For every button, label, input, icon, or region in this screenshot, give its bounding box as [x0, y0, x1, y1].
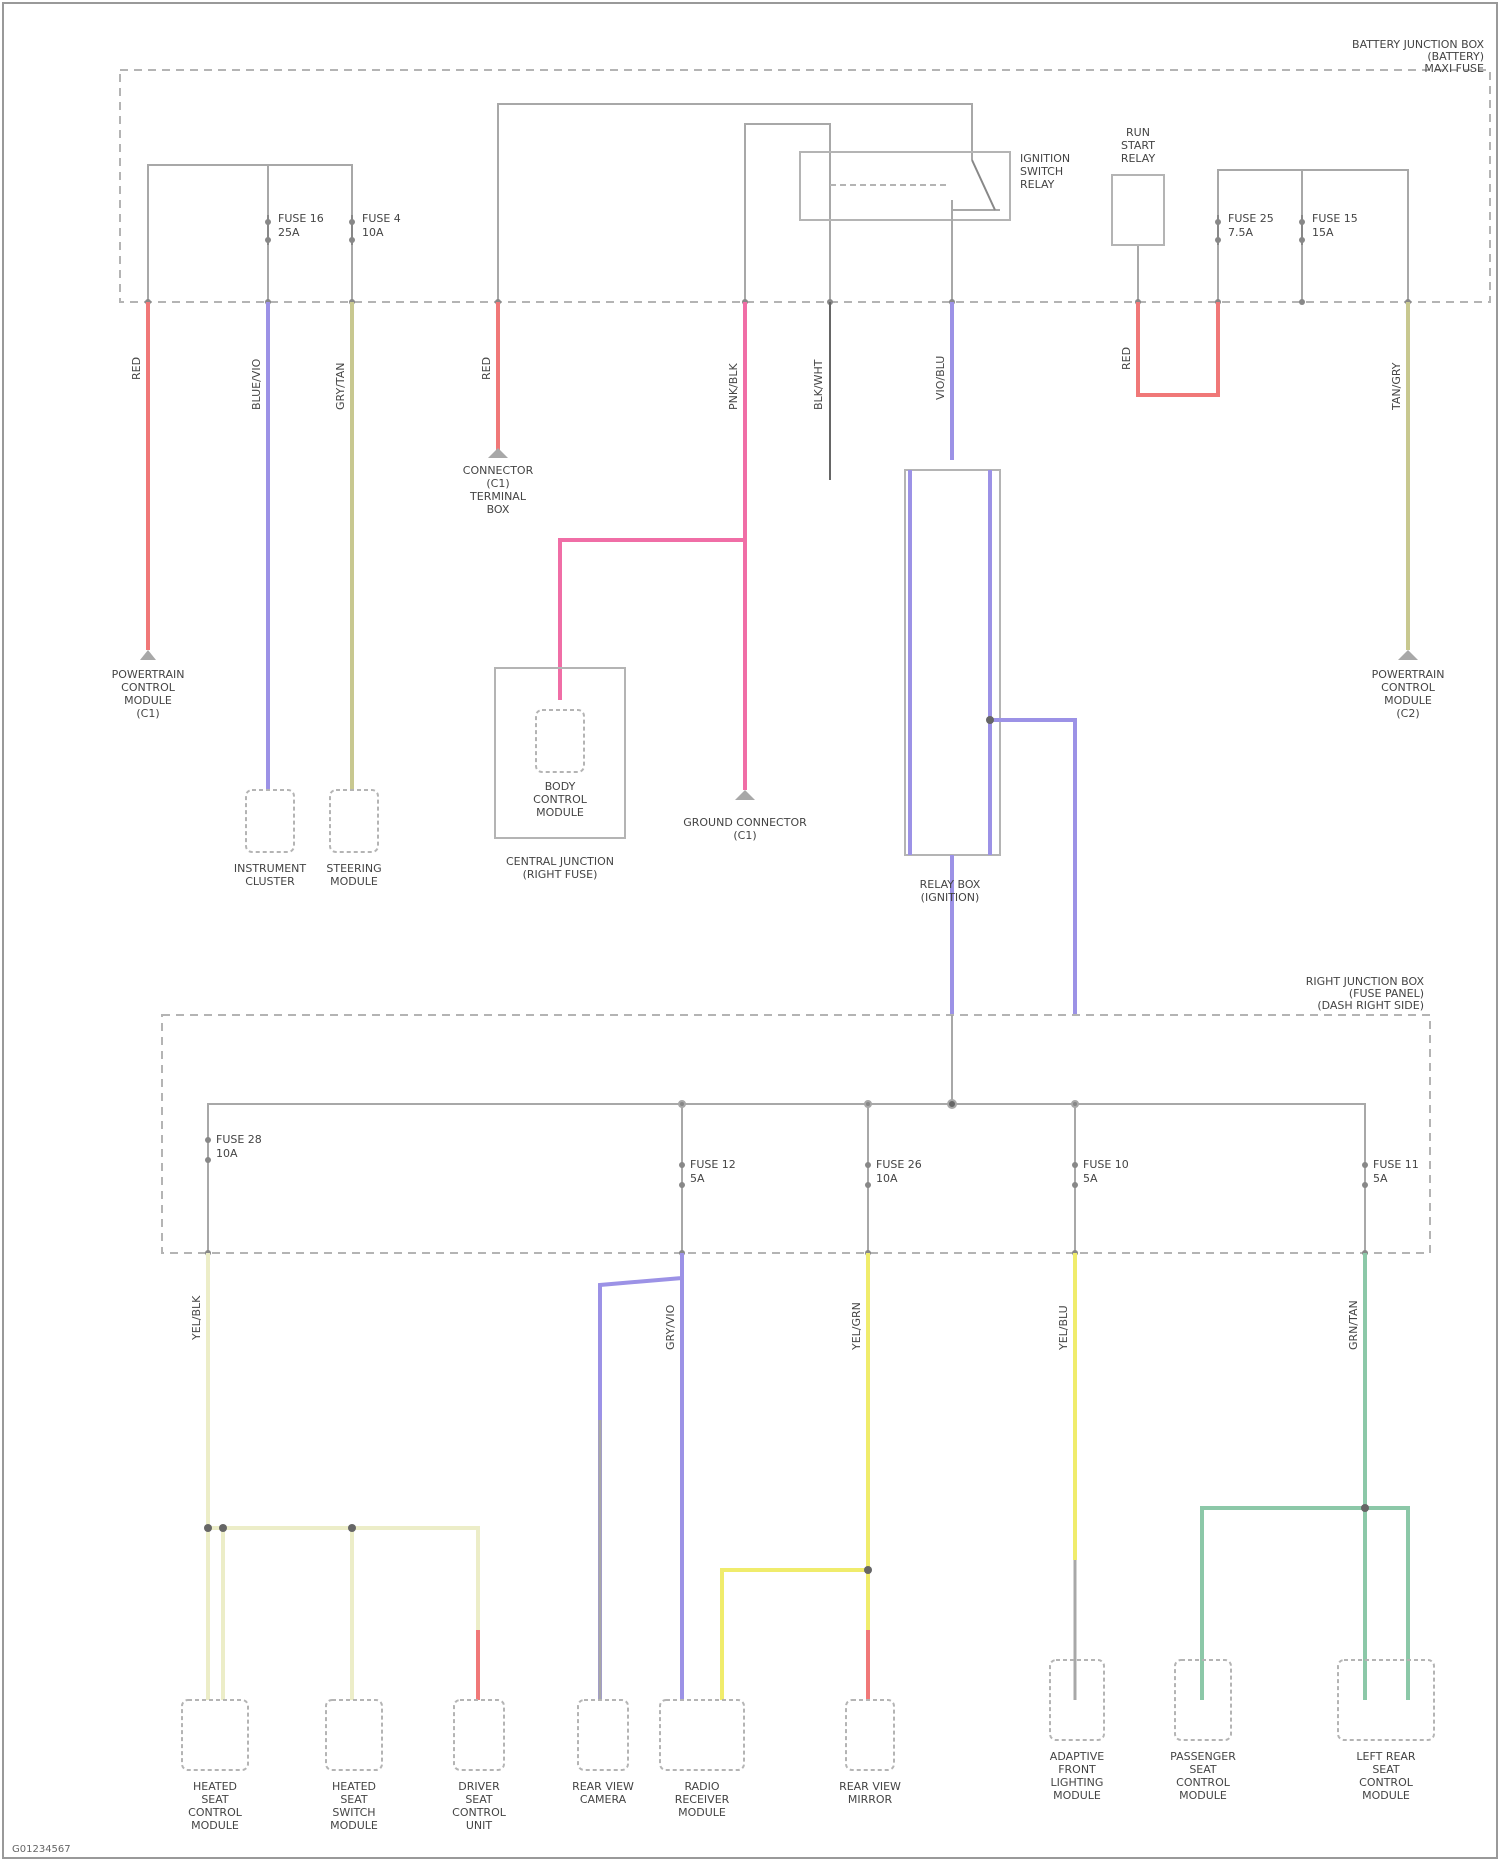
bm2-l1: RADIO [684, 1780, 719, 1793]
bcm-l2: CONTROL [533, 793, 588, 806]
top-box-header-3: MAXI FUSE [1424, 62, 1484, 75]
central-junction-l2: (RIGHT FUSE) [523, 868, 598, 881]
page-border [3, 3, 1497, 1858]
ground-left-l3: MODULE [124, 694, 172, 707]
bottom-fuse-2-name: FUSE 12 [690, 1158, 736, 1171]
top-fuse-2-name: FUSE 4 [362, 212, 401, 225]
bm2-l2: RECEIVER [675, 1793, 730, 1806]
top-fuse-3-name: FUSE 25 [1228, 212, 1274, 225]
bottom-box-header-3: (DASH RIGHT SIDE) [1317, 999, 1424, 1012]
top-fuse-1-rating: 25A [278, 226, 300, 239]
label-w14: GRN/TAN [1347, 1300, 1360, 1350]
run-relay-label-3: RELAY [1121, 152, 1156, 165]
steering-module-l2: MODULE [330, 875, 378, 888]
bl3-l1: DRIVER [458, 1780, 500, 1793]
ignition-relay-label-2: SWITCH [1020, 165, 1063, 178]
label-w2: BLUE/VIO [250, 358, 263, 410]
ground-center-l1: GROUND CONNECTOR [683, 816, 807, 829]
label-w1: RED [130, 357, 143, 380]
bm3-l2: MIRROR [848, 1793, 893, 1806]
ground-right-l4: (C2) [1396, 707, 1419, 720]
br1-l1: ADAPTIVE [1050, 1750, 1104, 1763]
top-fuse-1-name: FUSE 16 [278, 212, 324, 225]
bl2-l1: HEATED [332, 1780, 376, 1793]
bottom-fuse-3-rating: 10A [876, 1172, 898, 1185]
instrument-cluster-l2: CLUSTER [245, 875, 295, 888]
bottom-fuse-5-rating: 5A [1373, 1172, 1388, 1185]
relay-block-l2: (IGNITION) [921, 891, 980, 904]
bm3-l1: REAR VIEW [839, 1780, 901, 1793]
bm1-l2: CAMERA [580, 1793, 627, 1806]
bm2-l3: MODULE [678, 1806, 726, 1819]
bottom-fuse-1-name: FUSE 28 [216, 1133, 262, 1146]
bcm-l1: BODY [545, 780, 576, 793]
bm1-l1: REAR VIEW [572, 1780, 634, 1793]
ignition-relay-label-1: IGNITION [1020, 152, 1070, 165]
label-w7: VIO/BLU [934, 356, 947, 400]
top-fuse-2-rating: 10A [362, 226, 384, 239]
bottom-fuse-1-rating: 10A [216, 1147, 238, 1160]
ground-right-l2: CONTROL [1381, 681, 1436, 694]
label-w11: GRY/VIO [664, 1304, 677, 1350]
bl3-l2: SEAT [465, 1793, 493, 1806]
br3-l1: LEFT REAR [1356, 1750, 1416, 1763]
top-fuse-3-rating: 7.5A [1228, 226, 1253, 239]
label-w3: GRY/TAN [334, 362, 347, 410]
label-w13: YEL/BLU [1057, 1305, 1070, 1351]
label-w9: TAN/GRY [1390, 362, 1403, 411]
instrument-cluster-l1: INSTRUMENT [234, 862, 307, 875]
br2-l2: SEAT [1189, 1763, 1217, 1776]
ground-mid-l1: CONNECTOR [463, 464, 534, 477]
top-fuse-4-rating: 15A [1312, 226, 1334, 239]
diagram-footer-id: G01234567 [12, 1844, 71, 1855]
ground-left-l2: CONTROL [121, 681, 176, 694]
ground-left-l1: POWERTRAIN [112, 668, 185, 681]
bottom-fuse-3-name: FUSE 26 [876, 1158, 922, 1171]
label-w5: PNK/BLK [727, 363, 740, 410]
bl2-l4: MODULE [330, 1819, 378, 1832]
br3-l3: CONTROL [1359, 1776, 1414, 1789]
br1-l3: LIGHTING [1051, 1776, 1104, 1789]
run-relay-label-1: RUN [1126, 126, 1150, 139]
label-w12: YEL/GRN [850, 1302, 863, 1351]
br1-l2: FRONT [1058, 1763, 1096, 1776]
br2-l1: PASSENGER [1170, 1750, 1236, 1763]
ignition-relay-label-3: RELAY [1020, 178, 1055, 191]
top-fuse-4-name: FUSE 15 [1312, 212, 1358, 225]
bl3-l4: UNIT [466, 1819, 493, 1832]
bl1-l2: SEAT [201, 1793, 229, 1806]
ground-mid-l3: TERMINAL [469, 490, 527, 503]
ground-center-l2: (C1) [733, 829, 756, 842]
run-relay-label-2: START [1121, 139, 1155, 152]
br2-l4: MODULE [1179, 1789, 1227, 1802]
br3-l4: MODULE [1362, 1789, 1410, 1802]
br1-l4: MODULE [1053, 1789, 1101, 1802]
br2-l3: CONTROL [1176, 1776, 1231, 1789]
bl2-l3: SWITCH [332, 1806, 375, 1819]
bl1-l1: HEATED [193, 1780, 237, 1793]
bl3-l3: CONTROL [452, 1806, 507, 1819]
ground-mid-l2: (C1) [486, 477, 509, 490]
br3-l2: SEAT [1372, 1763, 1400, 1776]
bottom-fuse-4-rating: 5A [1083, 1172, 1098, 1185]
bottom-fuse-4-name: FUSE 10 [1083, 1158, 1129, 1171]
bcm-l3: MODULE [536, 806, 584, 819]
central-junction-l1: CENTRAL JUNCTION [506, 855, 614, 868]
label-w8: RED [1120, 347, 1133, 370]
bl1-l4: MODULE [191, 1819, 239, 1832]
bl1-l3: CONTROL [188, 1806, 243, 1819]
ground-right-l3: MODULE [1384, 694, 1432, 707]
label-w6: BLK/WHT [812, 359, 825, 410]
bottom-fuse-5-name: FUSE 11 [1373, 1158, 1419, 1171]
label-w4: RED [480, 357, 493, 380]
relay-block-l1: RELAY BOX [920, 878, 981, 891]
bl2-l2: SEAT [340, 1793, 368, 1806]
steering-module-l1: STEERING [326, 862, 381, 875]
ground-left-l4: (C1) [136, 707, 159, 720]
ground-right-l1: POWERTRAIN [1372, 668, 1445, 681]
bottom-fuse-2-rating: 5A [690, 1172, 705, 1185]
label-w10: YEL/BLK [190, 1295, 203, 1341]
ground-mid-l4: BOX [487, 503, 510, 516]
